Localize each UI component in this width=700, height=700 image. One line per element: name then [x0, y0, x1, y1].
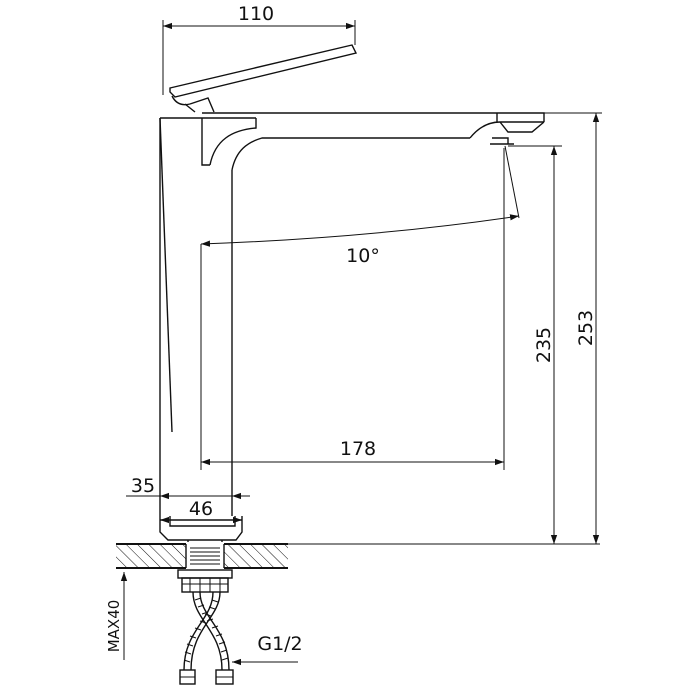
callout-connection-thread: G1/2: [232, 633, 303, 666]
dimension-label-base-diameter: 46: [189, 498, 213, 520]
dimension-label-total-height: 253: [575, 310, 597, 346]
dimension-label-max-deck: MAX40: [105, 600, 123, 653]
dimension-label-outlet-height: 235: [533, 327, 555, 363]
dimension-base-diameter: 46: [160, 498, 242, 524]
dimension-outlet-height: 235: [288, 145, 600, 545]
dimension-label-spout-reach: 178: [340, 438, 376, 460]
dimension-handle-length: 110: [162, 3, 356, 95]
dimension-total-height: 253: [544, 112, 602, 544]
flexible-hoses: [179, 591, 234, 685]
dimension-label-swivel-angle: 10°: [346, 245, 380, 267]
dimension-max-deck-thickness: MAX40: [105, 572, 128, 660]
dimension-label-handle-length: 110: [238, 3, 274, 25]
callout-label-connection-thread: G1/2: [257, 633, 302, 655]
mounting-nut: [177, 569, 233, 593]
dimension-spout-reach: 178: [200, 148, 505, 470]
dimension-body-width: 35: [126, 475, 250, 500]
dimension-swivel-angle: 10°: [200, 145, 520, 267]
handle: [169, 44, 358, 113]
countertop-section: [116, 542, 288, 570]
dimension-label-body-width: 35: [131, 475, 155, 497]
